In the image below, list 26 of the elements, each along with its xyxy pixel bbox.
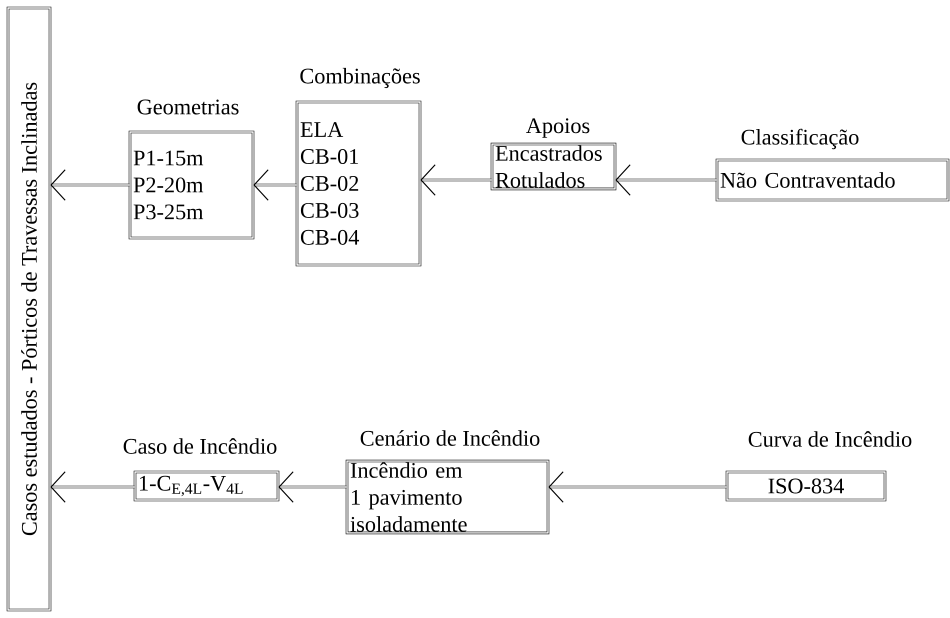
arrow <box>278 471 347 503</box>
process-box: 1-C$_{E,4L}$-V$_{4L}$ <box>134 470 280 502</box>
node-label: CB-02 <box>300 176 358 191</box>
box-heading: Curva de Incêndio <box>748 431 912 447</box>
box-heading: Apoios <box>526 118 590 138</box>
box-heading: Cenário de Incêndio <box>360 430 540 446</box>
arrow <box>50 169 130 201</box>
process-box: P1-15m P2-20m P3-25m <box>128 130 254 240</box>
title-box: Casos estudados - Pórticos de Travessas Inclinadas <box>6 6 52 612</box>
node-label: ELA <box>300 122 344 137</box>
process-box: Incêndio em 1 pavimento isoladamente <box>346 460 550 534</box>
arrow <box>420 164 492 196</box>
process-box: Encastrados Rotulados <box>490 142 616 190</box>
arrow <box>615 164 717 196</box>
node-label: CB-03 <box>300 202 358 218</box>
process-box: ELA CB-01 CB-02 CB-03 CB-04 <box>296 100 422 266</box>
arrow <box>50 471 135 503</box>
node-label: CB-04 <box>300 230 360 245</box>
box-heading: Geometrias <box>138 100 239 114</box>
process-box: Não Contraventado <box>716 158 950 202</box>
box-heading: Combinações <box>300 68 420 88</box>
box-heading: Caso de Incêndio <box>124 438 276 454</box>
arrow <box>548 471 727 503</box>
process-box: ISO-834 <box>726 470 886 502</box>
box-heading: Classificação <box>742 128 858 150</box>
node-label: CB-01 <box>300 149 358 164</box>
